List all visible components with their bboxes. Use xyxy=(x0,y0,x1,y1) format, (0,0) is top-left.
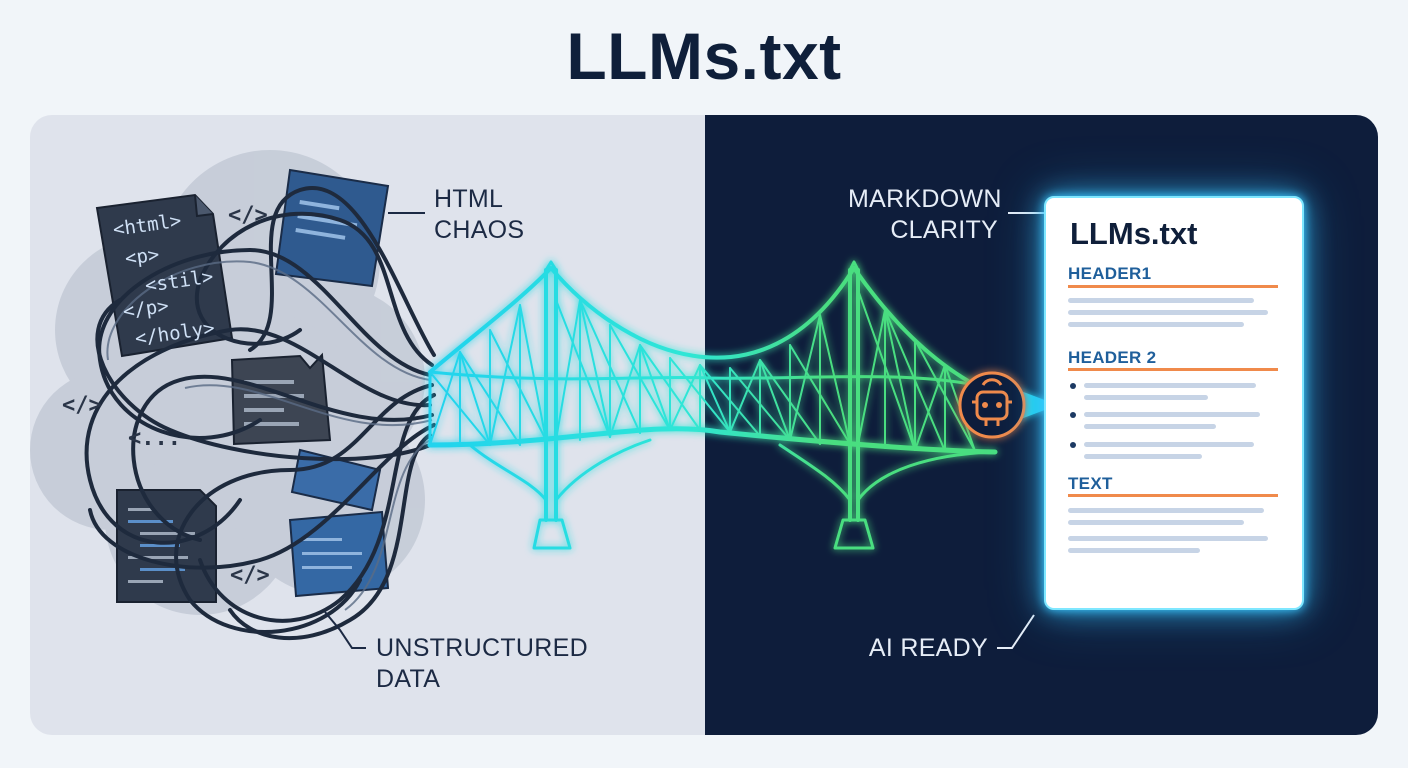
text-line xyxy=(1068,322,1244,327)
bridge-icon xyxy=(427,260,998,550)
text-line xyxy=(1068,536,1268,541)
page-title: LLMs.txt xyxy=(566,19,842,93)
unstructured-data-label: UNSTRUCTURED DATA xyxy=(376,634,588,693)
ai-ready-label: AI READY xyxy=(868,634,988,662)
document-header2: HEADER 2 xyxy=(1068,348,1157,367)
text-line xyxy=(1084,454,1202,459)
text-line xyxy=(1084,424,1216,429)
llms-txt-document: LLMs.txt HEADER1 HEADER 2 TEXT xyxy=(1044,196,1304,610)
text-line xyxy=(1068,508,1264,513)
bullet-icon xyxy=(1070,383,1076,389)
document-title: LLMs.txt xyxy=(1070,216,1198,251)
text-line xyxy=(1068,548,1200,553)
text-line xyxy=(1084,395,1208,400)
html-chaos-label: HTML CHAOS xyxy=(434,185,525,244)
blue-document-top xyxy=(274,168,390,288)
document-header1: HEADER1 xyxy=(1068,264,1152,283)
tag-fragment: </> xyxy=(62,393,102,418)
text-line xyxy=(1068,298,1254,303)
text-line xyxy=(1068,310,1268,315)
markdown-clarity-label: MARKDOWN CLARITY xyxy=(848,185,1002,244)
code-document-bottom xyxy=(116,489,217,603)
bullet-icon xyxy=(1070,442,1076,448)
tag-fragment: <... xyxy=(128,426,181,451)
text-line xyxy=(1084,412,1260,417)
bullet-icon xyxy=(1070,412,1076,418)
text-line xyxy=(1068,520,1244,525)
tangled-cables xyxy=(84,185,436,641)
document-text-header: TEXT xyxy=(1068,474,1113,493)
tag-fragment: </> xyxy=(230,563,270,588)
svg-text:<p>: <p> xyxy=(124,243,161,270)
header-rule xyxy=(1068,285,1278,288)
leader-line xyxy=(324,611,366,649)
robot-head-icon xyxy=(958,371,1058,439)
leader-line xyxy=(997,614,1035,649)
tag-fragment: </> xyxy=(228,203,268,228)
header-rule xyxy=(1068,368,1278,371)
header-rule xyxy=(1068,494,1278,497)
html-document xyxy=(95,193,234,358)
text-line xyxy=(1084,383,1256,388)
text-line xyxy=(1084,442,1254,447)
